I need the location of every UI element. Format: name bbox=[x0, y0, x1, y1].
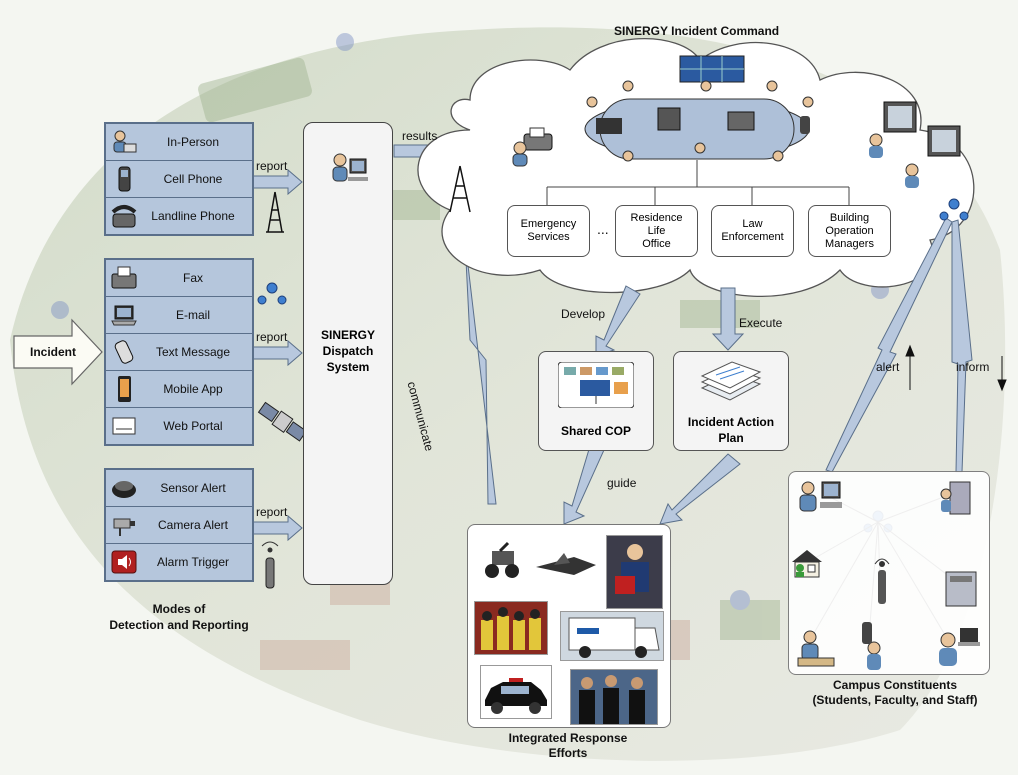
integrated-response-box bbox=[467, 524, 671, 728]
laptop-user-icon bbox=[936, 624, 982, 675]
cop-dashboard-icon bbox=[557, 361, 635, 413]
alarm-speaker-icon bbox=[110, 548, 138, 576]
incident-arrow bbox=[13, 318, 103, 386]
drone-photo bbox=[534, 553, 598, 579]
org-tree-lines bbox=[546, 160, 850, 205]
report-arrow-2 bbox=[251, 339, 303, 367]
robot-photo bbox=[478, 541, 526, 581]
dome-sensor-icon bbox=[110, 474, 138, 502]
mode-sensor-alert: Sensor Alert bbox=[106, 470, 252, 507]
web-portal-icon bbox=[110, 412, 138, 440]
mobile-user-icon bbox=[858, 620, 888, 677]
mode-text-message: Text Message bbox=[106, 334, 252, 371]
dept-ellipsis: ... bbox=[597, 221, 609, 237]
action-plan-label: Incident Action Plan bbox=[687, 415, 775, 445]
mode-mobile-app: Mobile App bbox=[106, 371, 252, 408]
modes-caption: Modes of Detection and Reporting bbox=[109, 602, 249, 632]
incident-action-plan-box: Incident Action Plan bbox=[673, 351, 789, 451]
mode-camera-alert: Camera Alert bbox=[106, 507, 252, 544]
firefighters-photo bbox=[474, 601, 548, 655]
report-label-3: report bbox=[256, 505, 288, 519]
campus-map-details bbox=[51, 33, 889, 670]
develop-label: Develop bbox=[561, 307, 606, 321]
response-caption: Integrated Response Efforts bbox=[508, 731, 628, 760]
guide-arrow-2 bbox=[659, 453, 741, 525]
mode-web-portal: Web Portal bbox=[106, 408, 252, 444]
table-participants-icon bbox=[578, 72, 828, 177]
report-label-2: report bbox=[256, 330, 288, 344]
mode-fax: Fax bbox=[106, 260, 252, 297]
satellite-icon bbox=[257, 401, 308, 442]
mode-landline-phone: Landline Phone bbox=[106, 198, 252, 234]
inform-label: inform bbox=[956, 360, 990, 374]
ambulance-photo bbox=[560, 611, 664, 661]
police-officers-photo bbox=[570, 669, 658, 725]
cell-phone-icon bbox=[110, 165, 138, 193]
server-icon bbox=[940, 480, 974, 521]
dispatch-system-box: SINERGY Dispatch System bbox=[303, 122, 393, 585]
dispatcher-icon bbox=[326, 151, 370, 196]
report-label-1: report bbox=[256, 159, 288, 173]
radio-tower-icon bbox=[266, 165, 471, 233]
dispatch-system-label: SINERGY Dispatch System bbox=[320, 328, 375, 374]
modes-group-sensors: Sensor Alert Camera Alert Alarm Trigger bbox=[104, 468, 254, 582]
shared-cop-box: Shared COP bbox=[538, 351, 654, 451]
guide-arrow-1 bbox=[563, 445, 605, 525]
alert-label: alert bbox=[876, 360, 900, 374]
mode-email: E-mail bbox=[106, 297, 252, 334]
person-at-desk-icon bbox=[110, 128, 138, 156]
flip-phone-icon bbox=[110, 338, 138, 366]
house-icon bbox=[790, 548, 824, 583]
landline-phone-icon bbox=[110, 202, 138, 230]
modes-group-digital: Fax E-mail Text Message Mobile App Web P… bbox=[104, 258, 254, 446]
execute-label: Execute bbox=[739, 316, 783, 330]
diagram-title: SINERGY Incident Command bbox=[614, 24, 780, 38]
wireless-tower-icon bbox=[872, 556, 892, 611]
constituents-caption: Campus Constituents (Students, Faculty, … bbox=[812, 678, 978, 707]
shared-cop-label: Shared COP bbox=[560, 424, 632, 438]
mode-cell-phone: Cell Phone bbox=[106, 161, 252, 198]
incident-label: Incident bbox=[30, 345, 77, 359]
desktop-user-icon bbox=[796, 478, 846, 523]
mode-alarm-trigger: Alarm Trigger bbox=[106, 544, 252, 580]
alert-up-arrow bbox=[905, 344, 915, 390]
video-wall-icon bbox=[679, 55, 745, 83]
workstations-icon bbox=[862, 100, 968, 197]
laptop-icon bbox=[110, 301, 138, 329]
smartphone-icon bbox=[110, 375, 138, 403]
execute-arrow bbox=[711, 287, 745, 351]
police-car-photo bbox=[480, 665, 552, 719]
inform-down-arrow bbox=[997, 356, 1007, 392]
fax-operator-icon bbox=[510, 124, 560, 173]
mainframe-icon bbox=[940, 568, 982, 613]
fax-icon bbox=[110, 264, 138, 292]
medic-photo bbox=[606, 535, 663, 609]
report-arrow-3 bbox=[251, 514, 303, 542]
security-camera-icon bbox=[110, 511, 138, 539]
mode-in-person: In-Person bbox=[106, 124, 252, 161]
documents-icon bbox=[696, 358, 766, 411]
guide-label: guide bbox=[607, 476, 637, 490]
desk-user-icon bbox=[796, 628, 836, 673]
results-label: results bbox=[402, 129, 438, 143]
antenna-icon bbox=[261, 541, 279, 589]
report-arrow-1 bbox=[251, 168, 303, 196]
modes-group-voice: In-Person Cell Phone Landline Phone bbox=[104, 122, 254, 236]
